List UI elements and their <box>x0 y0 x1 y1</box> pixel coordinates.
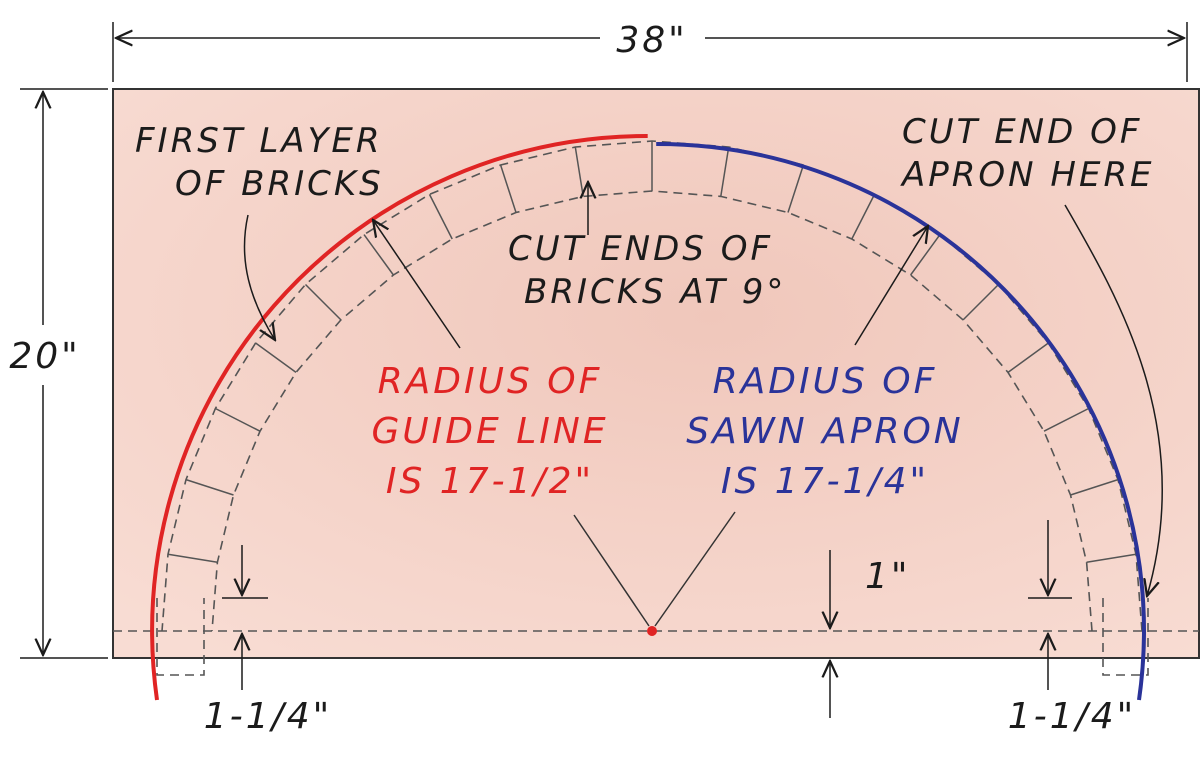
offset-label: 1" <box>865 556 910 597</box>
brick-joint <box>962 283 1000 321</box>
sawn-apron-arc <box>656 141 1146 701</box>
svg-text:BRICKS AT 9°: BRICKS AT 9° <box>524 272 786 312</box>
apron-radius-label: RADIUS OF SAWN APRON IS 17-1/4" <box>686 361 963 502</box>
first-layer-label: FIRST LAYER OF BRICKS <box>135 121 384 204</box>
brick-joint <box>215 407 261 432</box>
plywood-board <box>112 88 1200 659</box>
right-setback-label: 1-1/4" <box>1008 696 1136 737</box>
right-setback-dimension: 1-1/4" <box>1008 520 1136 737</box>
end-brick <box>1102 598 1149 676</box>
svg-text:FIRST LAYER: FIRST LAYER <box>135 121 382 161</box>
brick-joint <box>851 194 876 240</box>
width-label: 38" <box>616 20 687 61</box>
brick-joint <box>167 553 218 563</box>
brick-joint <box>499 164 517 213</box>
cut-bricks-label: CUT ENDS OF BRICKS AT 9° <box>508 229 786 312</box>
brick-joint <box>787 164 805 213</box>
cut-apron-label: CUT END OF APRON HERE <box>900 112 1155 195</box>
brick-joint <box>1086 553 1137 563</box>
end-brick <box>156 598 205 676</box>
brick-joint <box>1007 342 1049 374</box>
width-dimension: 38" <box>112 20 1188 82</box>
svg-text:IS 17-1/4": IS 17-1/4" <box>721 461 929 502</box>
svg-text:IS 17-1/2": IS 17-1/2" <box>386 461 594 502</box>
guide-radius-label: RADIUS OF GUIDE LINE IS 17-1/2" <box>371 361 608 502</box>
left-setback-dimension: 1-1/4" <box>204 545 332 737</box>
guide-line-arc <box>150 133 648 701</box>
svg-text:RADIUS OF: RADIUS OF <box>378 361 603 402</box>
height-label: 20" <box>9 336 80 377</box>
brick-joint <box>185 478 234 496</box>
svg-text:SAWN APRON: SAWN APRON <box>686 411 963 452</box>
arc-center-point <box>647 626 657 636</box>
brick-joint <box>428 194 453 240</box>
radius-pointers <box>243 182 1164 627</box>
svg-text:GUIDE LINE: GUIDE LINE <box>371 411 608 452</box>
svg-text:CUT END OF: CUT END OF <box>902 112 1142 152</box>
brick-joint <box>363 234 395 276</box>
svg-text:APRON HERE: APRON HERE <box>900 155 1155 195</box>
left-setback-label: 1-1/4" <box>204 696 332 737</box>
brick-joint <box>909 234 941 276</box>
svg-text:CUT ENDS OF: CUT ENDS OF <box>508 229 773 269</box>
first-brick-layer <box>156 140 1149 676</box>
brick-joint <box>1070 478 1119 496</box>
height-dimension: 20" <box>9 88 108 659</box>
svg-text:RADIUS OF: RADIUS OF <box>713 361 938 402</box>
brick-joint <box>255 342 297 374</box>
brick-joint <box>720 146 730 197</box>
brick-joint <box>1043 407 1089 432</box>
brick-joint <box>304 283 342 321</box>
svg-text:OF BRICKS: OF BRICKS <box>175 164 384 204</box>
offset-dimension: 1" <box>830 550 910 718</box>
